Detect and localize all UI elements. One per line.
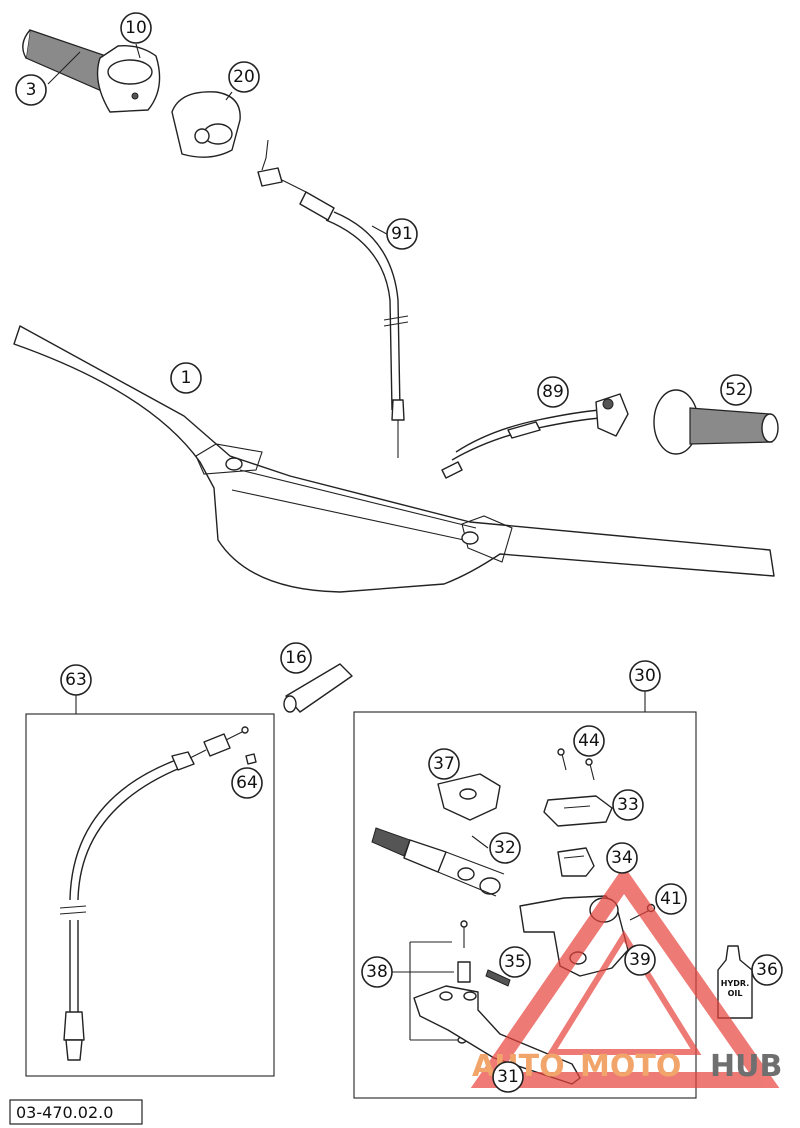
reservoir-diaphragm <box>557 847 595 877</box>
throttle-grip <box>22 29 161 113</box>
callout-31: 31 <box>492 1061 524 1093</box>
svg-text:10: 10 <box>125 18 147 38</box>
watermark-part2: MOTO <box>580 1049 681 1084</box>
callout-64: 64 <box>231 767 263 799</box>
callout-63: 63 <box>60 664 92 696</box>
grip-plug <box>283 663 353 713</box>
leader-lines <box>47 43 489 973</box>
svg-text:35: 35 <box>504 952 526 972</box>
callout-41: 41 <box>655 883 687 915</box>
svg-text:31: 31 <box>497 1067 519 1087</box>
callout-37: 37 <box>428 748 460 780</box>
svg-text:44: 44 <box>578 731 600 751</box>
svg-text:36: 36 <box>756 960 778 980</box>
callout-89: 89 <box>537 376 569 408</box>
callout-35: 35 <box>499 946 531 978</box>
brake-lever <box>413 985 581 1085</box>
reservoir-cover <box>543 795 613 827</box>
callout-91: 91 <box>386 218 418 250</box>
callout-38: 38 <box>361 956 393 988</box>
left-grip <box>653 389 779 455</box>
adjuster-spring <box>485 969 511 987</box>
callout-32: 32 <box>489 832 521 864</box>
svg-text:52: 52 <box>725 380 747 400</box>
svg-text:1: 1 <box>181 368 192 388</box>
brake-lever-box <box>353 690 697 1099</box>
kill-switch <box>441 393 629 479</box>
callout-1: 1 <box>170 362 202 394</box>
watermark-text: AUTO MOTO HUB <box>472 1049 782 1084</box>
throttle-housing-cover <box>171 91 241 158</box>
svg-text:32: 32 <box>494 838 516 858</box>
svg-text:91: 91 <box>391 224 413 244</box>
svg-text:37: 37 <box>433 754 455 774</box>
clutch-cable-box <box>25 694 275 1077</box>
reservoir-screws <box>557 748 595 781</box>
svg-text:64: 64 <box>236 773 258 793</box>
callout-16: 16 <box>280 642 312 674</box>
callout-44: 44 <box>573 725 605 757</box>
svg-text:16: 16 <box>285 648 307 668</box>
svg-text:20: 20 <box>233 67 255 87</box>
svg-text:41: 41 <box>660 889 682 909</box>
callout-34: 34 <box>606 842 638 874</box>
svg-text:34: 34 <box>611 848 633 868</box>
master-cylinder-piston <box>371 827 505 897</box>
svg-text:30: 30 <box>634 666 656 686</box>
svg-text:33: 33 <box>617 795 639 815</box>
throttle-cable <box>257 139 409 458</box>
callout-39: 39 <box>624 944 656 976</box>
oil-label-line2: OIL <box>728 989 743 998</box>
callout-10: 10 <box>120 12 152 44</box>
oil-label-line1: HYDR. <box>721 979 749 988</box>
diagram-code: 03-470.02.0 <box>9 1099 143 1125</box>
svg-text:63: 63 <box>65 670 87 690</box>
callout-33: 33 <box>612 789 644 821</box>
diagram-code-text: 03-470.02.0 <box>16 1103 113 1122</box>
svg-text:89: 89 <box>542 382 564 402</box>
brake-clamp-cap <box>437 773 501 821</box>
svg-text:39: 39 <box>629 950 651 970</box>
hydraulic-oil-bottle: HYDR. OIL <box>717 945 753 1019</box>
callout-3: 3 <box>15 74 47 106</box>
svg-text:3: 3 <box>26 80 37 100</box>
svg-text:38: 38 <box>366 962 388 982</box>
watermark-part3: HUB <box>710 1049 782 1084</box>
callout-20: 20 <box>228 61 260 93</box>
handlebar <box>13 325 775 593</box>
watermark <box>470 865 780 1088</box>
callout-30: 30 <box>629 660 661 692</box>
callout-52: 52 <box>720 374 752 406</box>
callout-36: 36 <box>751 954 783 986</box>
